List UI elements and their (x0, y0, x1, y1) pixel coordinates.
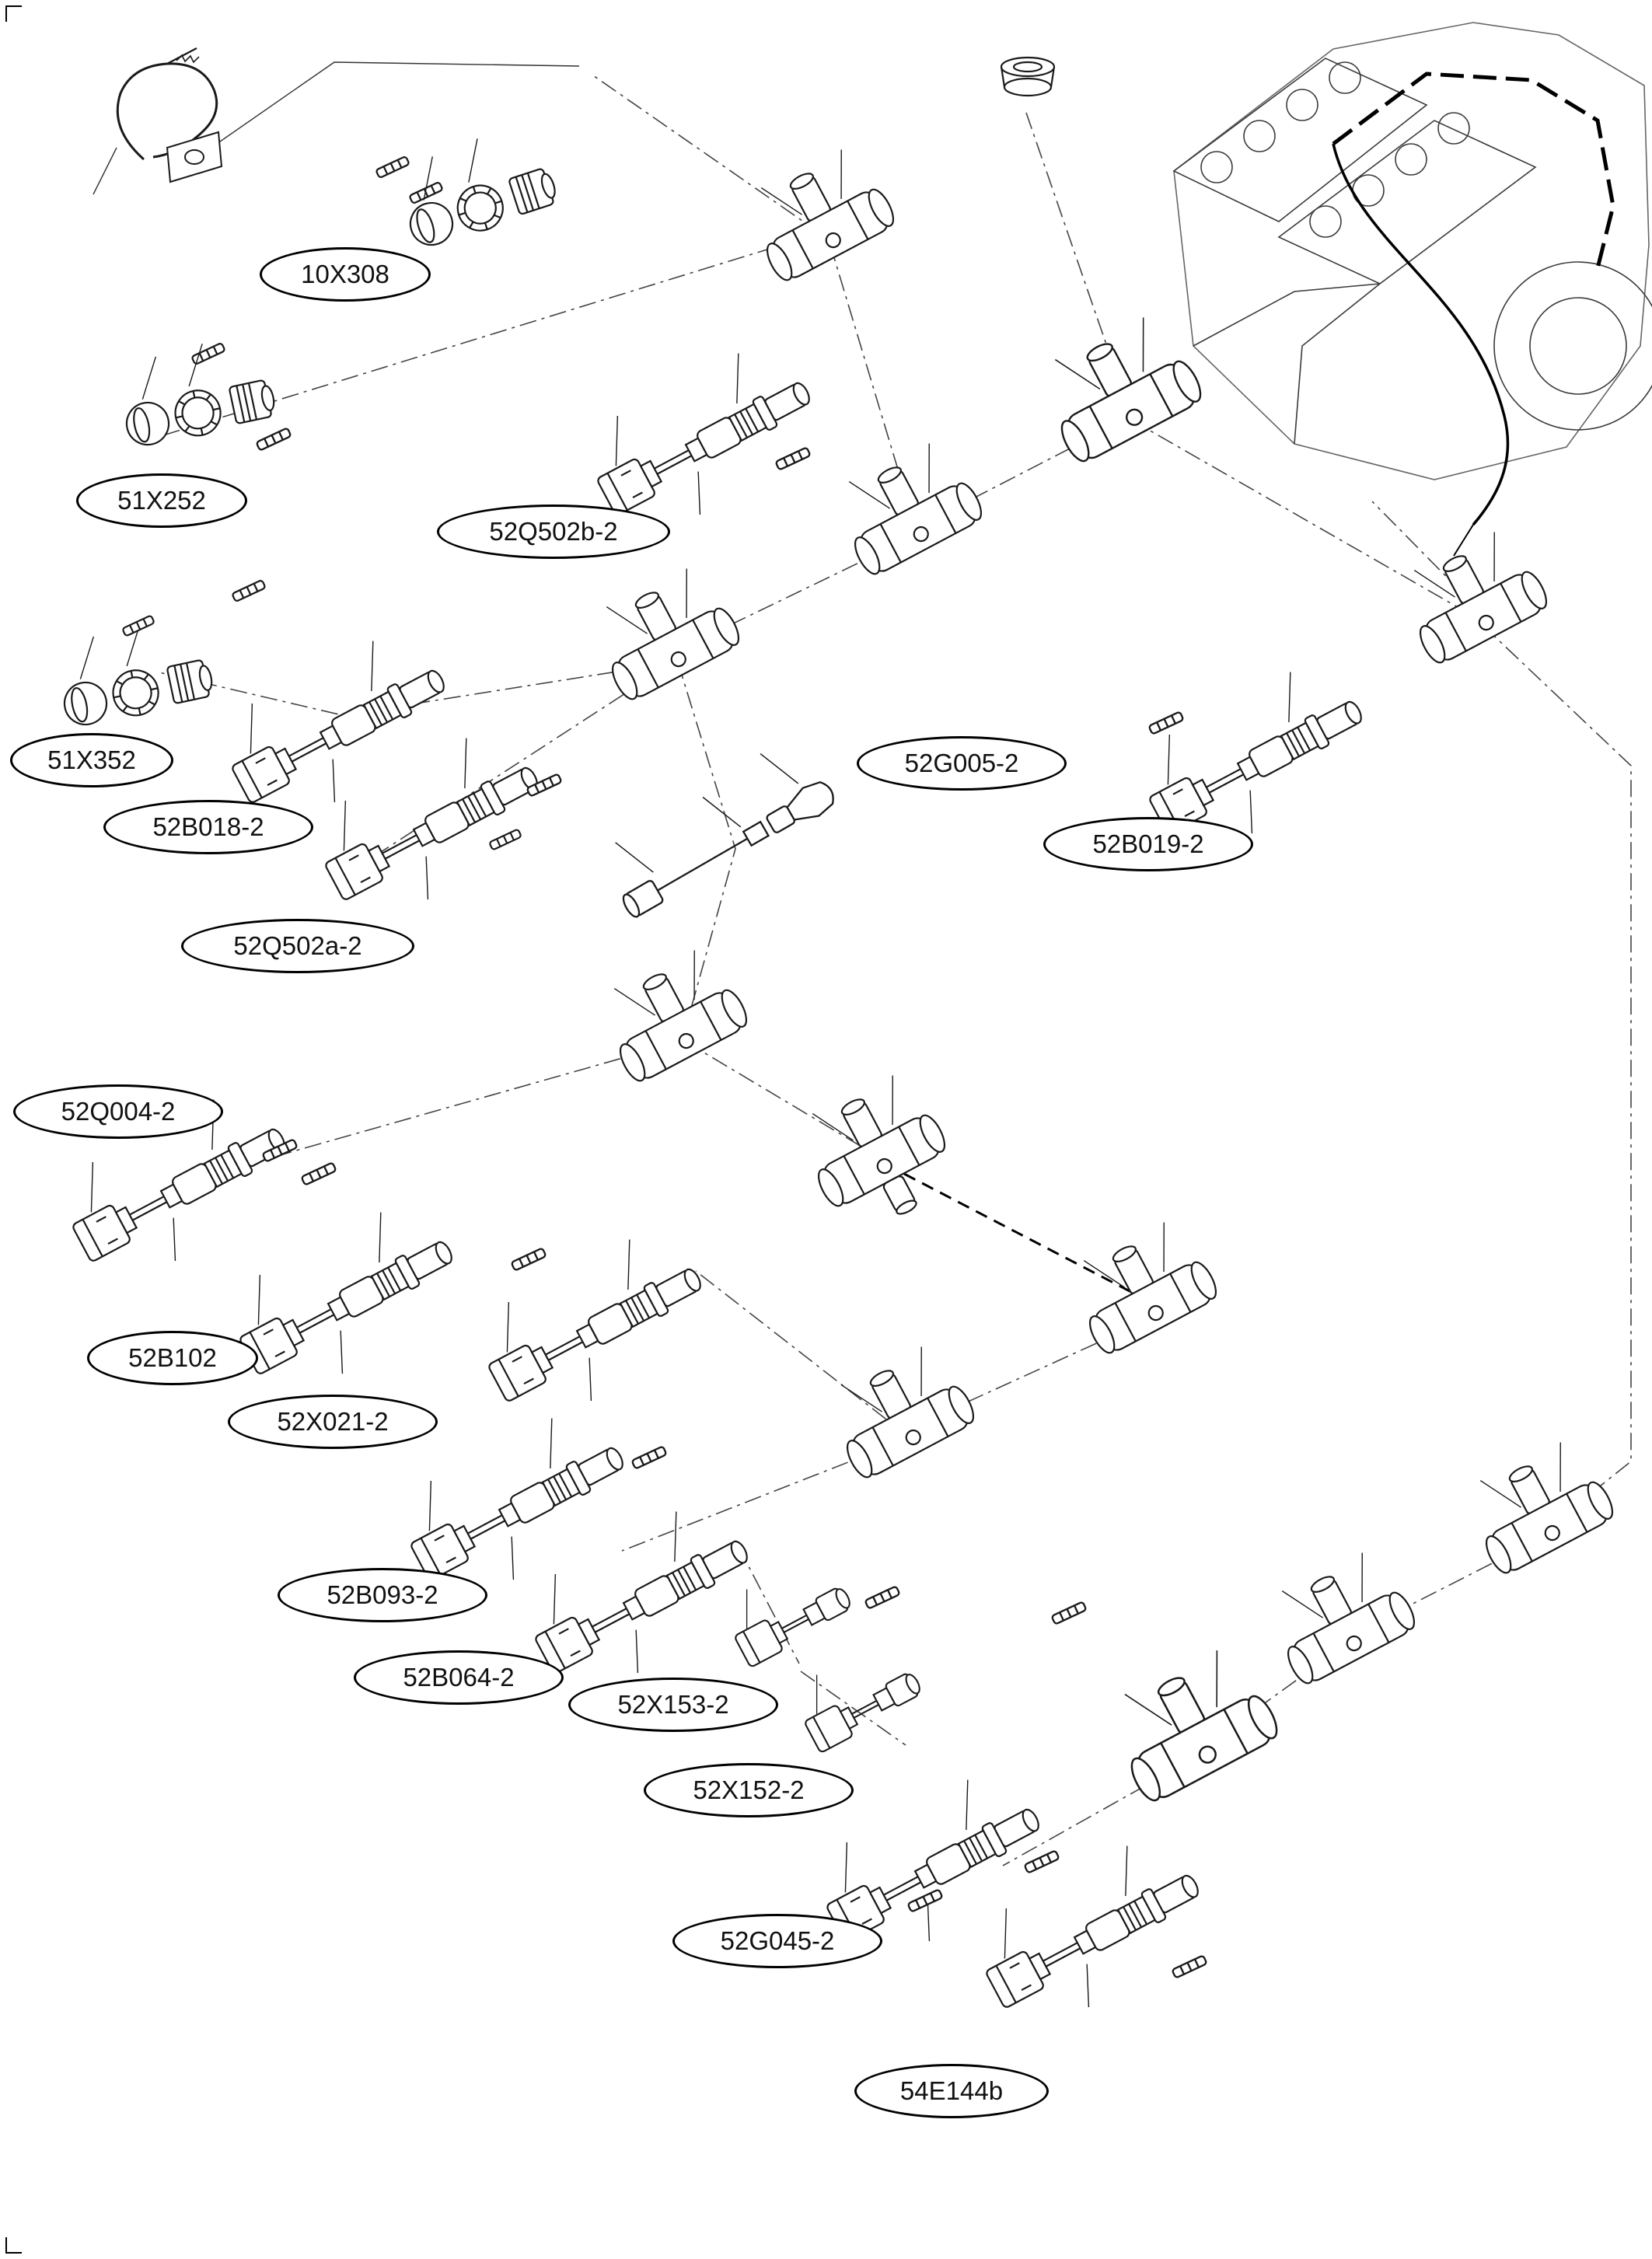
part-mounting-plate (166, 131, 223, 183)
part-tee-fitting (589, 938, 753, 1087)
part-label-52G045-2[interactable]: 52G045-2 (672, 1914, 882, 1968)
part-cable-52Q502a (302, 715, 564, 936)
part-pin (255, 427, 292, 452)
part-pin (300, 1161, 337, 1186)
part-tee-fitting (1096, 1636, 1284, 1807)
part-pin (906, 1888, 944, 1913)
parts-layer (49, 47, 1619, 2044)
part-label-52X152-2[interactable]: 52X152-2 (644, 1763, 854, 1817)
crop-mark-top-left (5, 5, 22, 22)
part-tee-fitting (824, 431, 988, 580)
part-label-52B102[interactable]: 52B102 (87, 1331, 258, 1385)
part-label-52Q502a-2[interactable]: 52Q502a-2 (181, 919, 414, 973)
part-pin (510, 1247, 547, 1272)
part-label-52B093-2[interactable]: 52B093-2 (278, 1568, 487, 1622)
part-pin (1050, 1601, 1088, 1625)
part-tee-fitting (1028, 304, 1208, 468)
part-label-52X021-2[interactable]: 52X021-2 (228, 1395, 438, 1449)
part-cable-52X021 (465, 1217, 727, 1437)
part-label-51X252[interactable]: 51X252 (76, 473, 247, 528)
part-pin (488, 828, 522, 851)
part-label-51X352[interactable]: 51X352 (10, 733, 173, 787)
part-cable-52B102 (216, 1189, 478, 1410)
part-pin (408, 180, 444, 205)
engine-reference-sketch (1172, 22, 1652, 557)
part-pin (864, 1585, 901, 1610)
part-tee-fitting (1455, 1430, 1619, 1579)
crop-mark-bottom-left (5, 2237, 22, 2254)
part-kit-10X308 (389, 120, 561, 253)
part-label-52B064-2[interactable]: 52B064-2 (354, 1650, 564, 1705)
part-cable-tie (116, 47, 218, 161)
part-label-54E144b[interactable]: 54E144b (854, 2064, 1049, 2118)
part-pin (630, 1445, 668, 1470)
part-kit-51X252 (112, 330, 279, 452)
part-pin (231, 578, 267, 603)
part-label-52Q004-2[interactable]: 52Q004-2 (13, 1084, 223, 1139)
part-jumper-52X152 (786, 1633, 927, 1754)
part-tee-fitting (1059, 1210, 1223, 1359)
part-jumper-52X153 (716, 1548, 857, 1669)
part-tee-fitting (1389, 520, 1553, 669)
part-tee-fitting (736, 138, 900, 286)
part-cross-fitting (788, 1063, 952, 1215)
part-label-52Q502b-2[interactable]: 52Q502b-2 (437, 505, 670, 559)
part-grommet (1000, 56, 1056, 97)
solid-leaders (93, 61, 580, 195)
bold-harness-segment (885, 1163, 1151, 1304)
part-tee-fitting (582, 557, 746, 705)
part-pin (774, 446, 812, 471)
part-pin (1147, 711, 1185, 735)
part-label-52B018-2[interactable]: 52B018-2 (103, 800, 313, 854)
part-tee-fitting (816, 1335, 980, 1483)
part-pin (121, 614, 155, 637)
part-tee-fitting (1257, 1541, 1421, 1689)
part-label-10X308[interactable]: 10X308 (260, 247, 431, 302)
part-label-52X153-2[interactable]: 52X153-2 (568, 1678, 778, 1732)
part-pin (1023, 1849, 1060, 1874)
part-pin (1171, 1954, 1208, 1979)
part-cable-54E144b (962, 1823, 1224, 2044)
part-pin (375, 155, 410, 180)
part-label-52B019-2[interactable]: 52B019-2 (1043, 817, 1253, 871)
part-label-52G005-2[interactable]: 52G005-2 (857, 736, 1067, 791)
part-probe-52G005 (592, 731, 840, 924)
